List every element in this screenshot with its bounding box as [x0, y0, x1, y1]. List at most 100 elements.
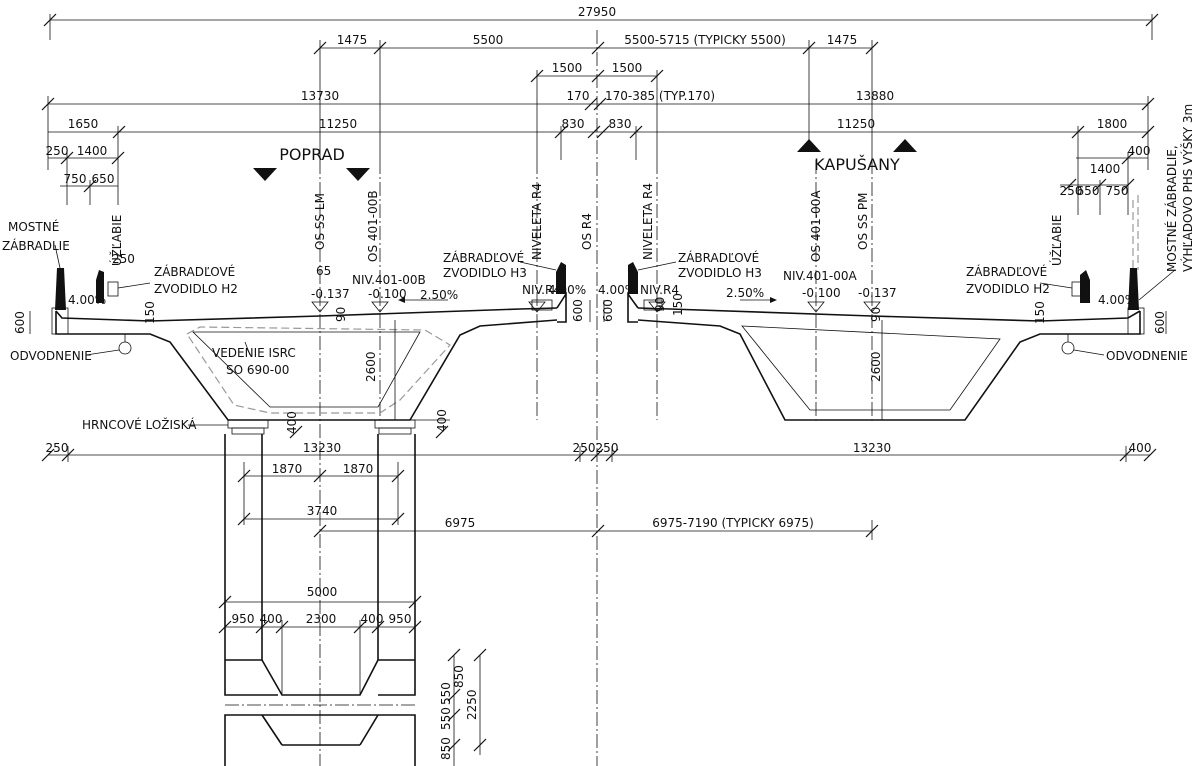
railing-post-right — [1128, 268, 1139, 310]
label-os-r4: OS R4 — [580, 213, 594, 250]
dim-90-center: 90 — [653, 297, 667, 312]
drainage-left-icon — [118, 341, 132, 355]
label-hrncove-loziska: HRNCOVÉ LOŽISKÁ — [82, 417, 197, 432]
label-uzlabie-left: ÚŽĽABIE — [109, 215, 124, 266]
dim-13230-right: 13230 — [853, 441, 891, 455]
label-zvodidlo-h2-left-2: ZVODIDLO H2 — [154, 282, 238, 296]
label-niveleta-right: NIVELETA R4 — [641, 183, 655, 260]
dim-170: 170 — [567, 89, 590, 103]
dim-170-385: 170-385 (TYP.170) — [605, 89, 715, 103]
label-niv-401-00b: NIV.401-00B — [352, 273, 426, 287]
label-250-rail: 250 — [112, 252, 135, 266]
dim-400-b: 400 — [435, 409, 449, 432]
label-odvodnenie-right: ODVODNENIE — [1106, 349, 1188, 363]
dim-2250: 2250 — [465, 689, 479, 720]
dim-830-left: 830 — [562, 117, 585, 131]
dim-13730: 13730 — [301, 89, 339, 103]
dim-400-pier-left: 400 — [260, 612, 283, 626]
label-zvodidlo-h2-left-1: ZÁBRADĽOVÉ — [154, 264, 235, 279]
dim-90-right: 90 — [869, 307, 883, 322]
slope-400-right: 4.00% — [1098, 293, 1136, 307]
barrier-h3-right — [628, 262, 638, 294]
label-zvodidlo-h3-right-1: ZÁBRADĽOVÉ — [678, 250, 759, 265]
dim-950-left: 950 — [232, 612, 255, 626]
triangle-up-marker-right-2 — [893, 139, 917, 152]
dim-400-pier-right: 400 — [361, 612, 384, 626]
dim-2600-right: 2600 — [869, 351, 883, 382]
dim-250-right: 250 — [1060, 184, 1083, 198]
axis-lines — [319, 30, 873, 766]
dim-850-b: 850 — [439, 737, 453, 760]
level-labels: NIV.401-00B -0.100 -0.137 65 NIV.R4 NIV.… — [311, 264, 897, 301]
label-niv-401-00a: NIV.401-00A — [783, 269, 857, 283]
top-dimension-labels: 27950 1475 5500 5500-5715 (TYPICKY 5500)… — [46, 5, 1151, 198]
label-zvodidlo-h2-right-2: ZVODIDLO H2 — [966, 282, 1050, 296]
dim-13880: 13880 — [856, 89, 894, 103]
dim-750-right: 750 — [1106, 184, 1129, 198]
label-os-ss-pm: OS SS PM — [856, 192, 870, 250]
dim-1500-right: 1500 — [612, 61, 643, 75]
dim-2300: 2300 — [306, 612, 337, 626]
dim-150-right: 150 — [1033, 301, 1047, 324]
label-so-690: SO 690-00 — [226, 363, 289, 377]
level-markers — [311, 297, 881, 313]
dim-1500-left: 1500 — [552, 61, 583, 75]
dim-11250-left: 11250 — [319, 117, 357, 131]
dim-250-bottom-center-right: 250 — [596, 441, 619, 455]
dim-750-left: 750 — [64, 172, 87, 186]
dim-1475-right: 1475 — [827, 33, 858, 47]
barrier-h2-left — [96, 270, 104, 303]
dim-650-left: 650 — [92, 172, 115, 186]
label-65: 65 — [316, 264, 331, 278]
slope-250-right: 2.50% — [726, 286, 764, 300]
label-os-ss-lm: OS SS LM — [313, 193, 327, 250]
dim-600-left: 600 — [13, 311, 27, 334]
dim-650-right: 650 — [1077, 184, 1100, 198]
dim-total: 27950 — [578, 5, 616, 19]
railing-post-left — [55, 268, 66, 310]
triangle-down-marker-left-1 — [253, 168, 277, 181]
dim-600-center-right: 600 — [601, 299, 615, 322]
dim-6975-7190: 6975-7190 (TYPICKY 6975) — [652, 516, 814, 530]
label-odvodnenie-left: ODVODNENIE — [10, 349, 92, 363]
dim-400-bottom-right: 400 — [1129, 441, 1152, 455]
dim-400-a: 400 — [285, 411, 299, 434]
leader-lines — [54, 244, 1176, 356]
annotation-labels: MOSTNÉ ZÁBRADLIE ZÁBRADĽOVÉ ZVODIDLO H2 … — [2, 219, 1188, 432]
label-zvodidlo-h2-right-1: ZÁBRADĽOVÉ — [966, 264, 1047, 279]
drainage — [85, 334, 1105, 356]
label-os-401-00b: OS 401-00B — [366, 190, 380, 262]
label-level-0137-right: -0.137 — [858, 286, 897, 300]
label-zvodidlo-h3-right-2: ZVODIDLO H3 — [678, 266, 762, 280]
direction-markers — [253, 139, 917, 181]
dim-600-center-left: 600 — [571, 299, 585, 322]
dim-1800: 1800 — [1097, 117, 1128, 131]
dim-11250-right: 11250 — [837, 117, 875, 131]
slope-400-left: 4.00% — [68, 293, 106, 307]
triangle-up-marker-right-1 — [797, 139, 821, 152]
label-zvodidlo-h3-left-1: ZÁBRADĽOVÉ — [443, 250, 524, 265]
label-level-0100-right: -0.100 — [802, 286, 841, 300]
railings — [55, 195, 1139, 310]
dim-1475-left: 1475 — [337, 33, 368, 47]
dim-1870-left: 1870 — [272, 462, 303, 476]
slope-400-center-right: 4.00% — [598, 283, 636, 297]
bottom-dimension-labels: 250 13230 250 250 13230 400 1870 1870 37… — [46, 441, 1152, 760]
dim-250-left: 250 — [46, 144, 69, 158]
dim-850-a: 850 — [452, 665, 466, 688]
drainage-right-icon — [1061, 341, 1075, 355]
slope-400-center-left: 4.00% — [548, 283, 586, 297]
barrier-h2-right — [1080, 270, 1090, 303]
label-niv-r4-right: NIV.R4 — [640, 283, 679, 297]
bottom-dimension-lines — [41, 446, 1157, 766]
dim-3740: 3740 — [307, 504, 338, 518]
label-os-401-00a: OS 401-00A — [809, 190, 823, 262]
dim-1400-right: 1400 — [1090, 162, 1121, 176]
top-dimension-lines — [41, 13, 1159, 215]
slope-labels: 4.00% 2.50% 4.00% 4.00% 2.50% 4.00% — [68, 283, 1136, 307]
label-mostne: MOSTNÉ — [8, 219, 59, 234]
triangle-down-marker-left-2 — [346, 168, 370, 181]
dim-250-bottom-center-left: 250 — [573, 441, 596, 455]
dim-830-right: 830 — [609, 117, 632, 131]
